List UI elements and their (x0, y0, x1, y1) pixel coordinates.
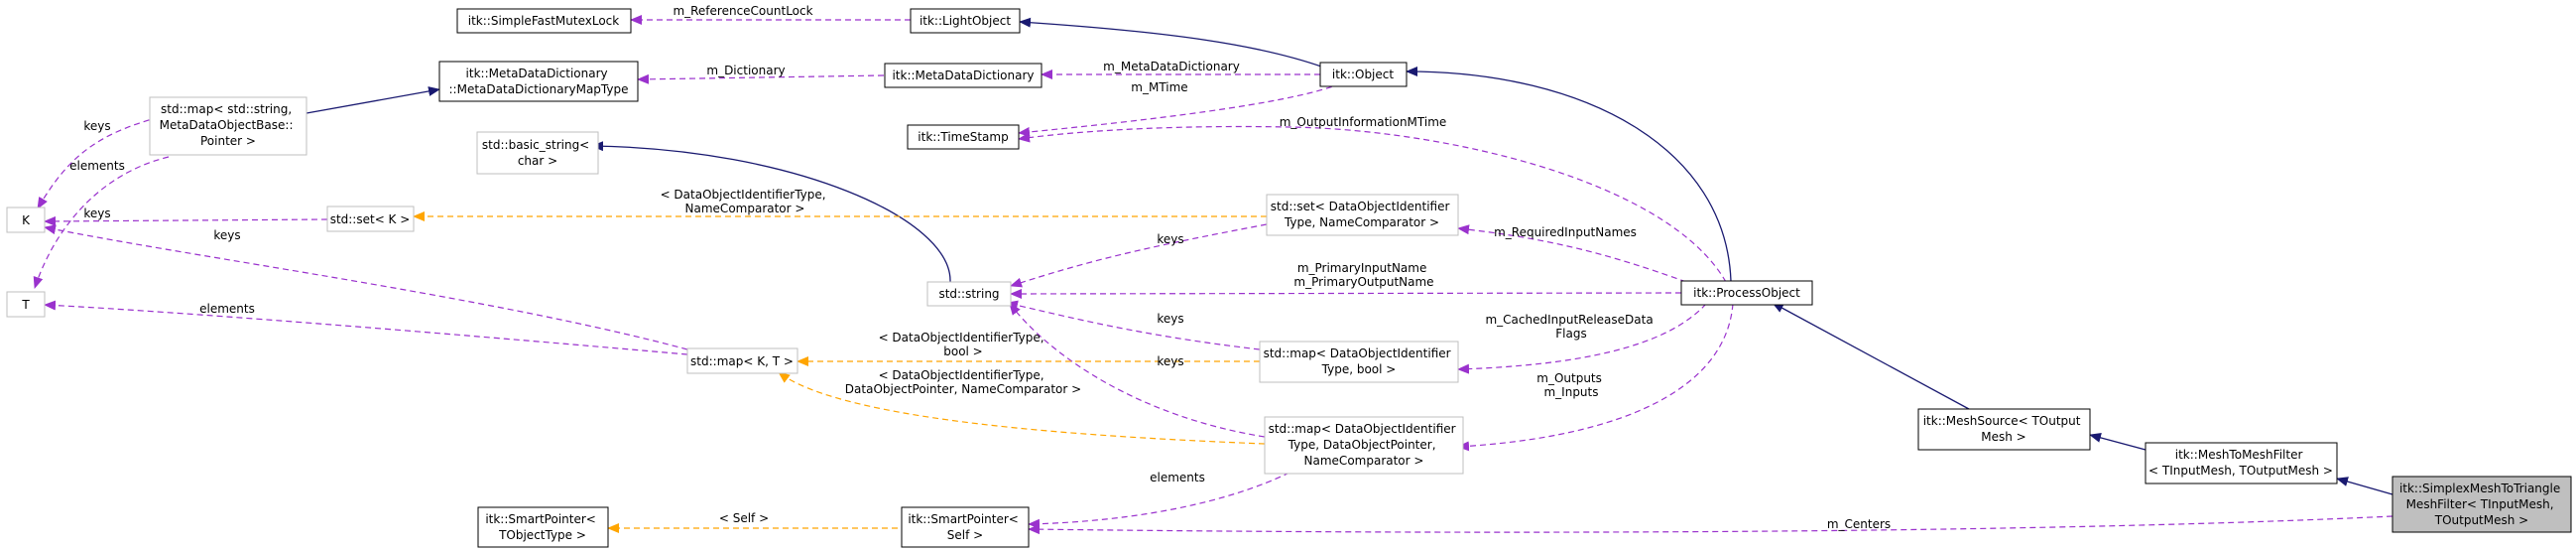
svg-text:itk::MeshToMeshFilter <: itk::MeshToMeshFilter < TInputMesh, TOut… (2148, 448, 2333, 478)
edge-output-information-mtime (1018, 125, 1727, 283)
edge-keys-set-k (44, 215, 328, 226)
edge-elements-map-kt (44, 300, 688, 355)
label-elements-map-string: elements (69, 159, 125, 173)
label-keys-map-ptr: keys (1157, 354, 1183, 368)
svg-text:std::basic_string< char: std::basic_string< char > (482, 138, 593, 168)
edge-keys-set-doi (1010, 223, 1268, 288)
node-meta-data-dictionary[interactable]: itk::MetaDataDictionary (884, 63, 1043, 88)
edge-outputs-inputs (1457, 303, 1734, 452)
node-smart-pointer-self[interactable]: itk::SmartPointer< Self > (901, 506, 1030, 548)
label-primary-names: m_PrimaryInputName m_PrimaryOutputName (1293, 261, 1433, 289)
node-std-set-doi[interactable]: std::set< DataObjectIdentifier Type, Nam… (1266, 194, 1459, 236)
label-keys-map-bool: keys (1157, 312, 1183, 326)
label-mtime: m_MTime (1131, 80, 1187, 94)
svg-text:std::map< DataObjectIdentifier: std::map< DataObjectIdentifier Type, Dat… (1269, 422, 1460, 468)
node-std-map-doi-ptr[interactable]: std::map< DataObjectIdentifier Type, Dat… (1264, 416, 1464, 475)
node-mesh-to-mesh-filter[interactable]: itk::MeshToMeshFilter < TInputMesh, TOut… (2145, 442, 2338, 484)
label-set-doi-tpl: < DataObjectIdentifierType, NameComparat… (661, 188, 830, 215)
edge-cached-input (1457, 303, 1707, 374)
node-std-set-k[interactable]: std::set< K > (326, 206, 415, 232)
node-std-map-string[interactable]: std::map< std::string, MetaDataObjectBas… (149, 96, 307, 156)
label-elements-map-ptr: elements (1150, 471, 1205, 484)
label-keys-set-doi: keys (1157, 232, 1183, 246)
svg-text:K: K (22, 213, 31, 227)
node-meta-data-dictionary-map-type[interactable]: itk::MetaDataDictionary ::MetaDataDictio… (438, 61, 639, 102)
node-simplex-mesh-to-triangle-mesh-filter[interactable]: itk::SimplexMeshToTriangle MeshFilter< T… (2392, 476, 2572, 533)
svg-text:itk::ProcessObject: itk::ProcessObject (1693, 286, 1800, 300)
label-ref-count-lock: m_ReferenceCountLock (673, 4, 812, 18)
edge-required-input-names (1457, 224, 1687, 283)
node-std-string[interactable]: std::string (926, 281, 1012, 307)
label-cached-input: m_CachedInputReleaseData Flags (1485, 313, 1656, 341)
label-output-information-mtime: m_OutputInformationMTime (1280, 115, 1447, 129)
edge-simplexfilter-to-meshtomeshfilter (2336, 477, 2393, 495)
svg-text:itk::MetaDataDictionary: itk::MetaDataDictionary (892, 69, 1034, 82)
edge-primary-names (1010, 288, 1682, 299)
node-process-object[interactable]: itk::ProcessObject (1680, 280, 1813, 306)
edge-keys-map-kt (44, 224, 688, 350)
label-centers: m_Centers (1827, 517, 1891, 531)
svg-text:itk::MetaDataDictionary: itk::MetaDataDictionary ::MetaDataDictio… (449, 67, 629, 96)
node-mesh-source[interactable]: itk::MeshSource< TOutput Mesh > (1917, 408, 2091, 451)
edge-meshtomeshfilter-to-meshsource (2089, 433, 2147, 451)
svg-text:itk::SimplexMeshToTriangle: itk::SimplexMeshToTriangle MeshFilter< T… (2399, 482, 2564, 527)
label-outputs-inputs: m_Outputs m_Inputs (1536, 371, 1605, 399)
label-keys-map-kt: keys (213, 228, 240, 242)
edge-centers (1028, 515, 2393, 535)
label-self-tpl: < Self > (719, 511, 769, 525)
edge-keys-map-bool (1006, 300, 1261, 350)
svg-text:std::set< K >: std::set< K > (330, 212, 411, 226)
svg-text:itk::LightObject: itk::LightObject (920, 14, 1011, 28)
label-keys-set-k: keys (83, 207, 110, 220)
label-keys-map-string: keys (83, 119, 110, 133)
edge-map-string-to-mapping-type (306, 86, 440, 114)
node-std-map-kt[interactable]: std::map< K, T > (686, 347, 798, 374)
edge-processobject-to-object (1406, 67, 1732, 282)
svg-text:itk::SimpleFastMutexLock: itk::SimpleFastMutexLock (468, 14, 620, 28)
label-map-ptr-tpl: < DataObjectIdentifierType, DataObjectPo… (845, 368, 1081, 396)
label-map-bool-tpl: < DataObjectIdentifierType, bool > (879, 331, 1048, 358)
node-time-stamp[interactable]: itk::TimeStamp (907, 124, 1020, 150)
edge-keys-map-ptr (1009, 303, 1266, 438)
edge-object-to-lightobject (1019, 17, 1325, 69)
svg-text:itk::SmartPointer< Self: itk::SmartPointer< Self > (908, 512, 1022, 542)
node-light-object[interactable]: itk::LightObject (910, 8, 1021, 34)
svg-text:std::map< std::string, M: std::map< std::string, MetaDataObjectBas… (160, 102, 298, 148)
node-basic-string[interactable]: std::basic_string< char > (476, 131, 599, 175)
node-simple-fast-mutex-lock[interactable]: itk::SimpleFastMutexLock (456, 8, 632, 34)
label-dictionary: m_Dictionary (706, 64, 785, 77)
edge-string-to-basic-string (591, 141, 951, 283)
node-smart-pointer-tobject[interactable]: itk::SmartPointer< TObjectType > (477, 506, 609, 548)
svg-text:itk::SmartPointer< TObje: itk::SmartPointer< TObjectType > (485, 512, 599, 542)
svg-text:std::string: std::string (938, 287, 999, 301)
node-k[interactable]: K (6, 207, 46, 233)
edge-meshsource-to-processobject (1772, 302, 1970, 410)
svg-text:std::map< DataObjectIdentifier: std::map< DataObjectIdentifier Type, boo… (1264, 346, 1455, 376)
label-required-input-names: m_RequiredInputNames (1494, 225, 1637, 239)
edge-keys-map-string (37, 116, 160, 209)
svg-text:itk::MeshSource< TOutput: itk::MeshSource< TOutput Mesh > (1923, 414, 2085, 444)
edge-dictionary (637, 73, 885, 84)
svg-text:T: T (21, 298, 30, 312)
svg-text:itk::Object: itk::Object (1332, 68, 1394, 81)
node-object[interactable]: itk::Object (1319, 62, 1408, 87)
label-elements-map-kt: elements (199, 302, 255, 316)
svg-text:itk::TimeStamp: itk::TimeStamp (918, 130, 1008, 144)
label-meta-data-dictionary: m_MetaDataDictionary (1103, 60, 1240, 73)
edge-elements-map-string (33, 156, 170, 289)
svg-text:std::map< K, T >: std::map< K, T > (690, 354, 794, 368)
svg-text:std::set< DataObjectIdentifier: std::set< DataObjectIdentifier Type, Nam… (1271, 200, 1454, 229)
node-t[interactable]: T (6, 291, 46, 318)
node-std-map-doi-bool[interactable]: std::map< DataObjectIdentifier Type, boo… (1259, 341, 1459, 383)
